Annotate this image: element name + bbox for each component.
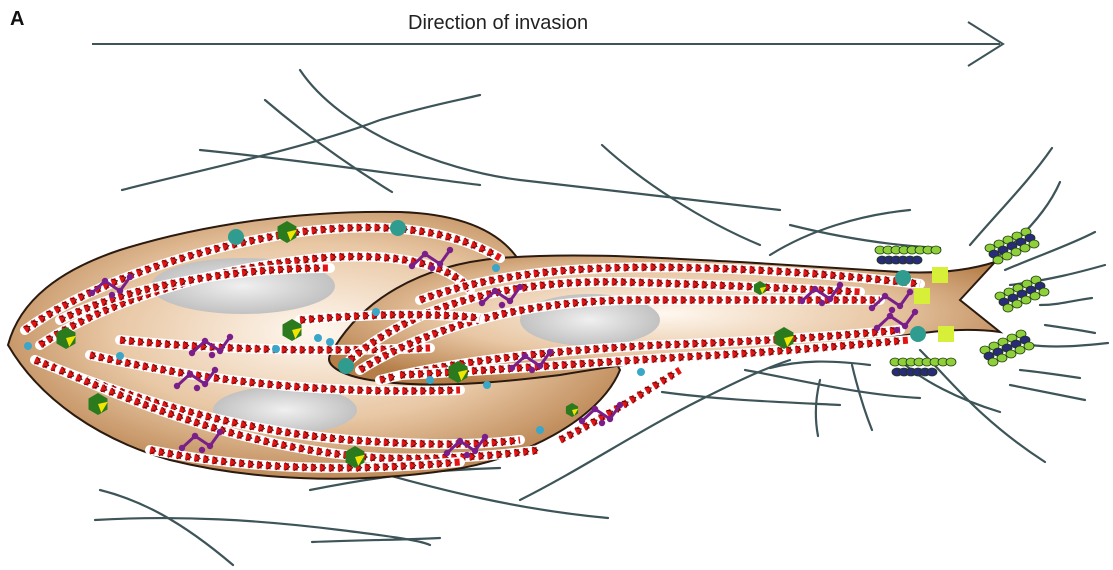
- junction-dot: [314, 334, 322, 342]
- focal-square: [914, 288, 930, 304]
- ecm-fiber: [122, 95, 480, 190]
- focal-square: [938, 326, 954, 342]
- adhesion-complex: [910, 326, 926, 342]
- adhesion-complex: [338, 358, 354, 374]
- junction-dot: [272, 345, 280, 353]
- integrin-chain: [877, 256, 922, 264]
- adhesion-complex: [895, 270, 911, 286]
- ecm-fiber: [1040, 298, 1092, 305]
- focal-square: [932, 267, 948, 283]
- ecm-fiber: [662, 392, 840, 405]
- ecm-fiber: [1030, 343, 1108, 346]
- junction-dot: [483, 381, 491, 389]
- ecm-fiber: [100, 490, 233, 565]
- ecm-fiber: [1020, 370, 1080, 378]
- junction-dot: [492, 264, 500, 272]
- adhesion-complex: [390, 220, 406, 236]
- junction-dot: [372, 308, 380, 316]
- ecm-fiber: [790, 225, 940, 248]
- integrin-chain: [892, 368, 937, 376]
- junction-dot: [24, 342, 32, 350]
- junction-dot: [426, 376, 434, 384]
- ecm-fiber: [370, 470, 608, 518]
- ecm-fiber: [900, 360, 1000, 412]
- ecm-fiber: [602, 145, 760, 245]
- ecm-fiber: [300, 70, 780, 210]
- integrin-chain: [890, 358, 956, 366]
- junction-dot: [116, 352, 124, 360]
- ecm-fiber: [816, 380, 820, 436]
- integrin-chain: [875, 246, 941, 254]
- ecm-fiber: [852, 365, 872, 430]
- direction-arrow: [92, 22, 1003, 66]
- ecm-fiber: [970, 148, 1052, 245]
- ecm-fiber: [1010, 385, 1085, 400]
- junction-dot: [536, 426, 544, 434]
- ecm-fiber: [265, 100, 392, 192]
- ecm-fiber: [1045, 325, 1095, 333]
- ecm-fiber: [200, 150, 480, 185]
- junction-dot: [326, 338, 334, 346]
- adhesion-complex: [228, 229, 244, 245]
- junction-dot: [637, 368, 645, 376]
